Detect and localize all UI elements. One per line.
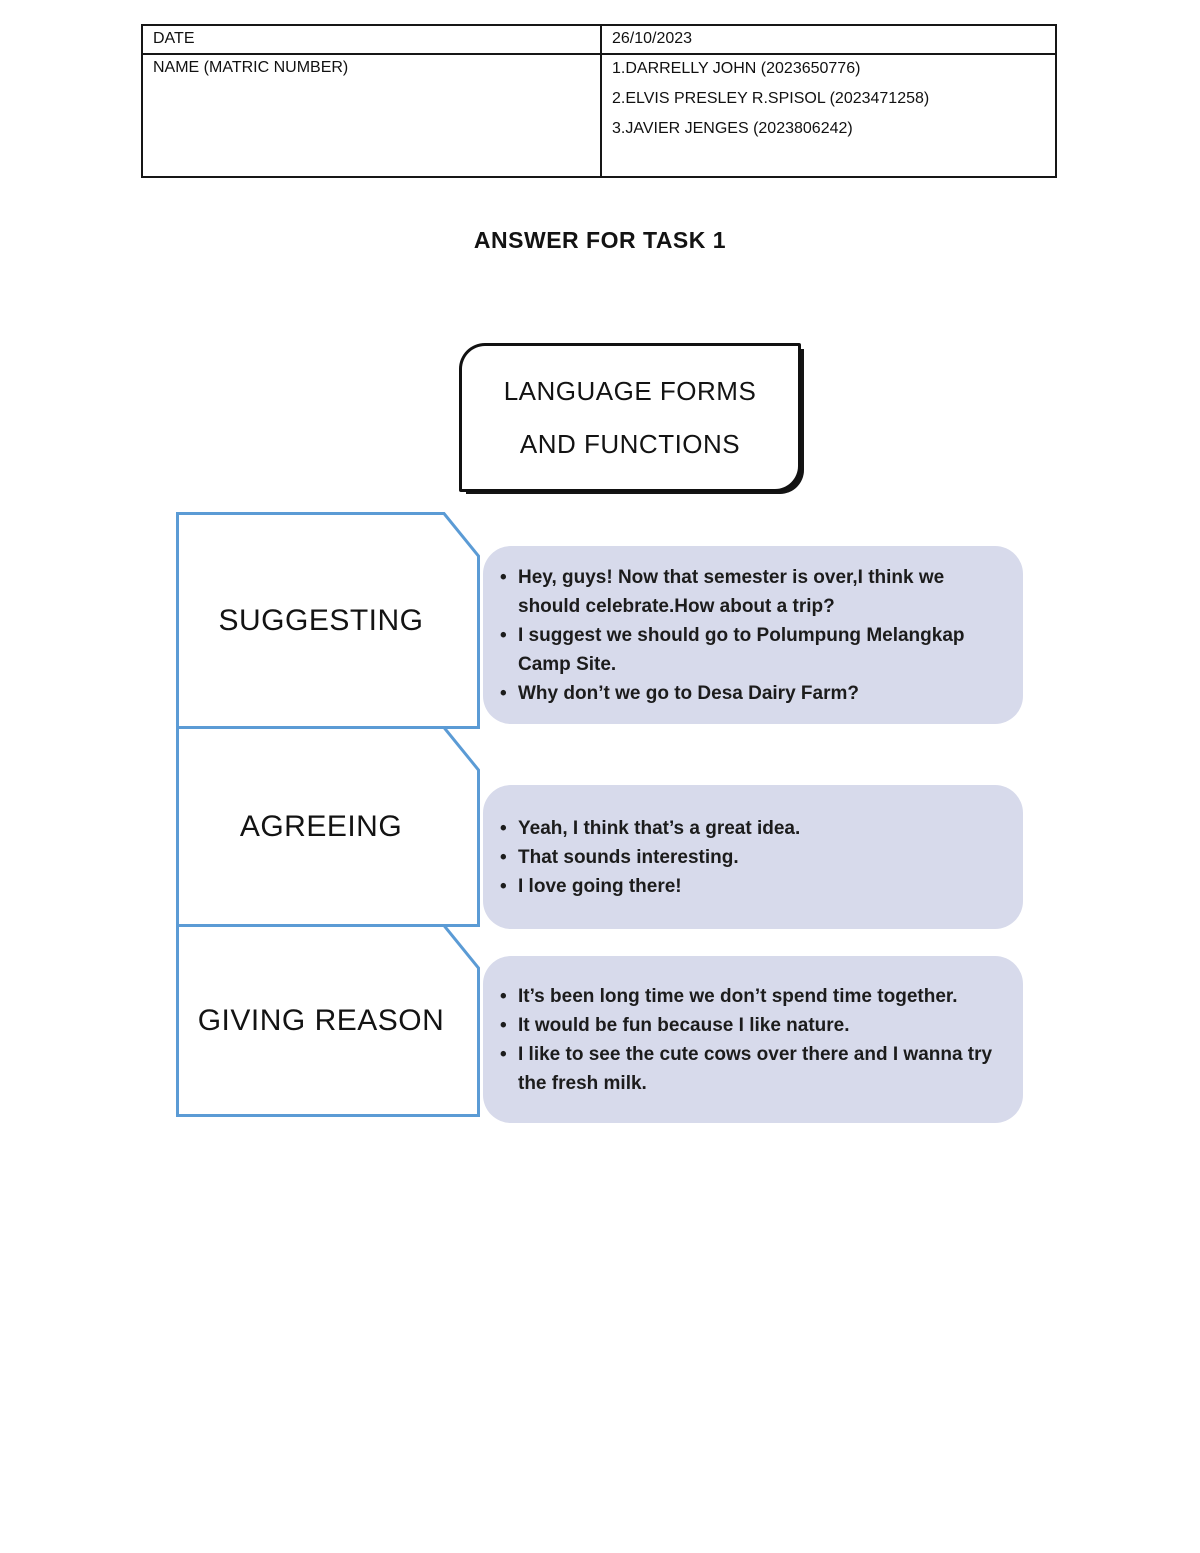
section-box-agreeing: AGREEING bbox=[176, 726, 480, 927]
date-value: 26/10/2023 bbox=[612, 30, 693, 47]
diagram-header-line2: AND FUNCTIONS bbox=[519, 429, 741, 459]
info-table: DATE 26/10/2023 NAME (MATRIC NUMBER) 1.D… bbox=[141, 24, 1057, 178]
snipped-box-shape bbox=[176, 924, 480, 1117]
bullet-item: I love going there! bbox=[497, 872, 1001, 901]
bullet-item: It’s been long time we don’t spend time … bbox=[497, 982, 1001, 1011]
section-box-suggesting: SUGGESTING bbox=[176, 512, 480, 729]
section-box-giving-reason: GIVING REASON bbox=[176, 924, 480, 1117]
date-label: DATE bbox=[153, 30, 195, 47]
bullet-item: Why don’t we go to Desa Dairy Farm? bbox=[497, 679, 1001, 708]
bubble-giving-reason: It’s been long time we don’t spend time … bbox=[483, 956, 1023, 1123]
bubble-agreeing: Yeah, I think that’s a great idea. That … bbox=[483, 785, 1023, 929]
snipped-box-shape bbox=[176, 512, 480, 729]
bullet-item: Hey, guys! Now that semester is over,I t… bbox=[497, 563, 1001, 621]
bullet-item: I like to see the cute cows over there a… bbox=[497, 1040, 1001, 1098]
student-name: 1.DARRELLY JOHN (2023650776) bbox=[612, 60, 861, 77]
bullet-list: Yeah, I think that’s a great idea. That … bbox=[497, 814, 1001, 901]
bullet-list: Hey, guys! Now that semester is over,I t… bbox=[497, 563, 1001, 708]
date-value-cell: 26/10/2023 bbox=[600, 24, 1057, 55]
table-row: DATE 26/10/2023 bbox=[141, 24, 1057, 55]
diagram-header-box: LANGUAGE FORMS AND FUNCTIONS bbox=[459, 343, 801, 492]
student-name: 2.ELVIS PRESLEY R.SPISOL (2023471258) bbox=[612, 90, 930, 107]
bullet-item: It would be fun because I like nature. bbox=[497, 1011, 1001, 1040]
name-label: NAME (MATRIC NUMBER) bbox=[153, 59, 349, 76]
student-name: 3.JAVIER JENGES (2023806242) bbox=[612, 120, 853, 137]
bullet-list: It’s been long time we don’t spend time … bbox=[497, 982, 1001, 1098]
table-row: NAME (MATRIC NUMBER) 1.DARRELLY JOHN (20… bbox=[141, 53, 1057, 178]
bubble-suggesting: Hey, guys! Now that semester is over,I t… bbox=[483, 546, 1023, 724]
bullet-item: That sounds interesting. bbox=[497, 843, 1001, 872]
section-label-suggesting: SUGGESTING bbox=[218, 603, 424, 637]
bullet-item: I suggest we should go to Polumpung Mela… bbox=[497, 621, 1001, 679]
date-label-cell: DATE bbox=[141, 24, 602, 55]
diagram-header-line1: LANGUAGE FORMS bbox=[503, 376, 757, 406]
name-label-cell: NAME (MATRIC NUMBER) bbox=[141, 53, 602, 178]
snipped-box-shape bbox=[176, 726, 480, 927]
bullet-item: Yeah, I think that’s a great idea. bbox=[497, 814, 1001, 843]
page-title: ANSWER FOR TASK 1 bbox=[473, 227, 727, 253]
section-label-giving-reason: GIVING REASON bbox=[197, 1003, 445, 1037]
name-value-cell: 1.DARRELLY JOHN (2023650776) 2.ELVIS PRE… bbox=[600, 53, 1057, 178]
section-label-agreeing: AGREEING bbox=[239, 809, 403, 843]
